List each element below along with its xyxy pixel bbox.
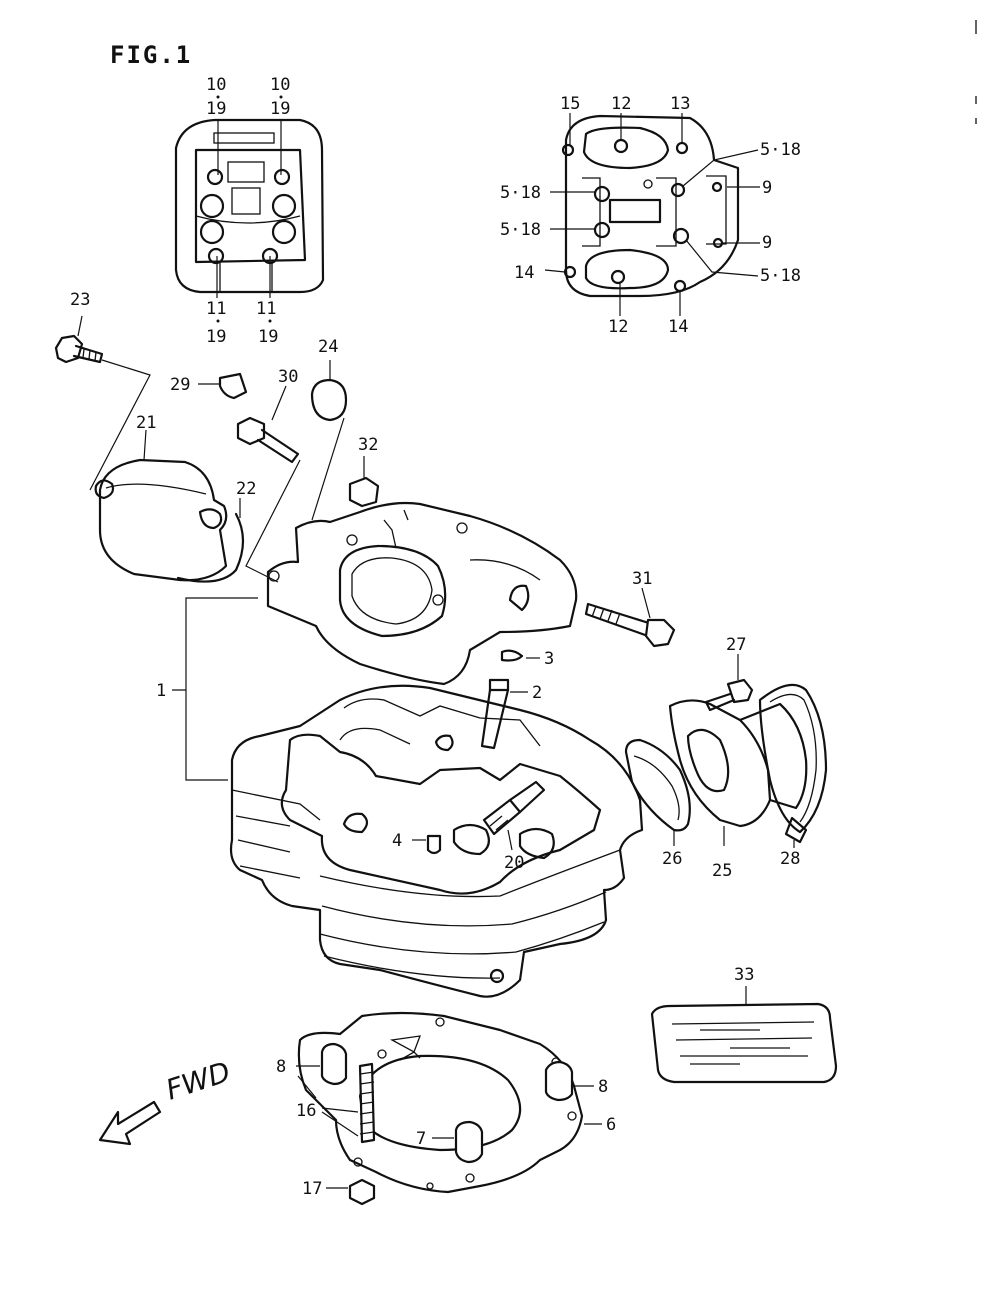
callout-3: 3 [544, 649, 554, 669]
callout-16: 16 [296, 1101, 316, 1121]
head-top-view: 10 10 19 19 11 11 19 19 [174, 75, 325, 347]
callout-23: 23 [70, 290, 90, 310]
callout-2: 2 [532, 683, 542, 703]
callout-19-bottom-right: 19 [258, 327, 278, 347]
callout-11-right: 11 [256, 299, 276, 319]
callout-7: 7 [416, 1129, 426, 1149]
callout-20: 20 [504, 853, 524, 873]
valve-cover-21: 21 22 [94, 413, 256, 583]
spark-plug-20: 20 [482, 780, 546, 873]
callout-6: 6 [606, 1115, 616, 1135]
callout-30: 30 [278, 367, 298, 387]
callout-19-top-right: 19 [270, 99, 290, 119]
callout-22: 22 [236, 479, 256, 499]
small-parts-upper: 29 30 24 32 [170, 337, 380, 583]
intake-parts: 26 25 27 28 [624, 635, 828, 881]
cylinder-head: 4 [229, 684, 644, 998]
callout-26: 26 [662, 849, 682, 869]
callout-14-bottom: 14 [668, 317, 688, 337]
head-cover: 1 [156, 501, 578, 781]
callout-17: 17 [302, 1179, 322, 1199]
callout-15: 15 [560, 94, 580, 114]
callout-14-left: 14 [514, 263, 534, 283]
callout-12-top: 12 [611, 94, 631, 114]
cylinder-gasket-6: 6 8 8 7 16 17 [276, 1011, 616, 1206]
callout-21: 21 [136, 413, 156, 433]
callout-5-18-right-top: 5·18 [760, 140, 801, 160]
callout-10-left: 10 [206, 75, 226, 95]
callout-10-right: 10 [270, 75, 290, 95]
callout-5-18-left-bottom: 5·18 [500, 220, 541, 240]
figure-title: FIG.1 [110, 41, 192, 69]
callout-8-left: 8 [276, 1057, 286, 1077]
callout-11-left: 11 [206, 299, 226, 319]
callout-24: 24 [318, 337, 338, 357]
caution-label-33: 33 [650, 965, 838, 1084]
fwd-label: FWD [162, 1055, 234, 1107]
bolt-23: 23 [54, 290, 151, 491]
forward-direction-arrow: FWD [98, 1055, 234, 1146]
callout-19-bottom-left: 19 [206, 327, 226, 347]
callout-12-bottom: 12 [608, 317, 628, 337]
callout-28: 28 [780, 849, 800, 869]
callout-33: 33 [734, 965, 754, 985]
callout-9-top: 9 [762, 178, 772, 198]
callout-25: 25 [712, 861, 732, 881]
callout-29: 29 [170, 375, 190, 395]
valve-parts: 3 2 [480, 649, 554, 750]
callout-19-top-left: 19 [206, 99, 226, 119]
callout-27: 27 [726, 635, 746, 655]
callout-5-18-right-bottom: 5·18 [760, 266, 801, 286]
head-bottom-view: 15 12 13 5·18 5·18 5·18 9 9 14 5·18 12 1… [500, 94, 801, 337]
callout-4: 4 [392, 831, 402, 851]
callout-31: 31 [632, 569, 652, 589]
callout-9-bottom: 9 [762, 233, 772, 253]
callout-5-18-left-top: 5·18 [500, 183, 541, 203]
callout-8-right: 8 [598, 1077, 608, 1097]
callout-32: 32 [358, 435, 378, 455]
callout-13: 13 [670, 94, 690, 114]
bolt-31: 31 [584, 569, 676, 648]
callout-1: 1 [156, 681, 166, 701]
